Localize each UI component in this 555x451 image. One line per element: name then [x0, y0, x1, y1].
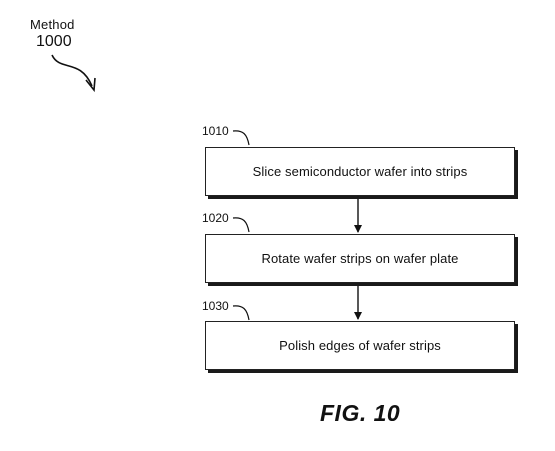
method-number: 1000	[36, 33, 72, 50]
leader-line-1020	[232, 217, 250, 233]
step-box-rotate: Rotate wafer strips on wafer plate	[205, 234, 515, 283]
method-arrowhead	[85, 77, 96, 93]
leader-line-1010	[232, 130, 250, 146]
step-ref-1020: 1020	[202, 211, 229, 225]
step-ref-1010: 1010	[202, 124, 229, 138]
method-label: Method	[30, 17, 75, 32]
step-box-slice: Slice semiconductor wafer into strips	[205, 147, 515, 196]
figure-label: FIG. 10	[320, 400, 401, 426]
method-curved-arrow	[51, 54, 93, 87]
step-ref-1030: 1030	[202, 299, 229, 313]
step-box-polish: Polish edges of wafer strips	[205, 321, 515, 370]
leader-line-1030	[232, 305, 250, 321]
